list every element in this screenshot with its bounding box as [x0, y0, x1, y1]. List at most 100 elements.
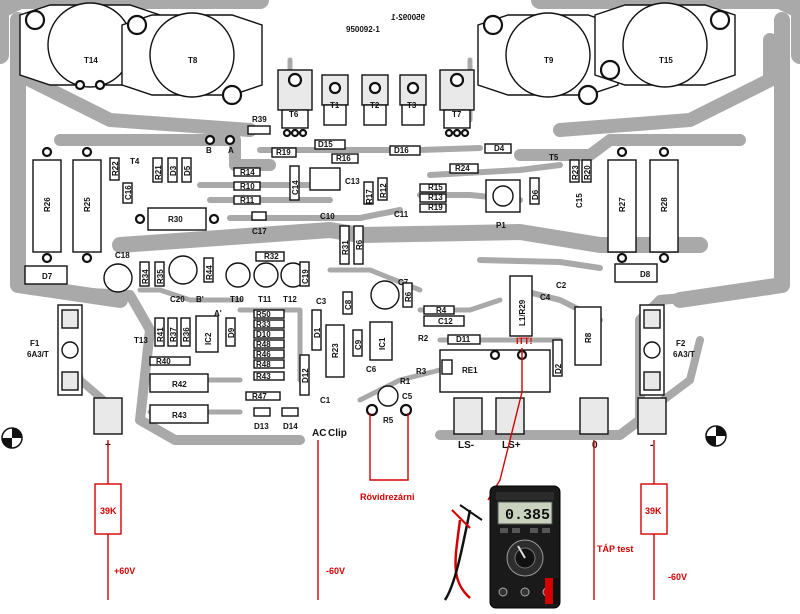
label-tap-test: TÁP test: [597, 544, 633, 554]
label-C10: C10: [320, 212, 335, 221]
label-D3: D5: [183, 165, 192, 176]
label-T1: T1: [330, 101, 340, 110]
multimeter-reading: 0.385: [505, 507, 550, 524]
resistor-R25: R25: [72, 146, 102, 264]
label-T10: T10: [230, 295, 244, 304]
label-C1: C1: [320, 396, 331, 405]
inductor-L1-R29: L1/R29: [509, 275, 533, 337]
label-D16: D16: [394, 146, 409, 155]
resistor-R26: R26: [32, 146, 62, 264]
label-R16: R16: [336, 154, 351, 163]
multimeter: 0.385: [443, 485, 561, 609]
label-R34: R34: [141, 269, 150, 284]
label-R26: R26: [43, 197, 52, 212]
label-T13: T13: [134, 336, 148, 345]
svg-text:F1: F1: [30, 339, 40, 348]
small-components: R39 B A R19 D15 R16 D16 D4 R24 R22 C16 T…: [24, 115, 658, 431]
label-ls-minus: LS-: [458, 440, 474, 451]
label-R3: R1: [400, 377, 411, 386]
label-C20: C20: [170, 295, 185, 304]
label-R39: R39: [252, 115, 267, 124]
label-R40: R40: [156, 357, 171, 366]
label-A: A: [228, 146, 234, 155]
transistor-T9: T9: [477, 12, 619, 106]
label-C12: C12: [438, 317, 453, 326]
label-R30: R30: [168, 215, 183, 224]
big-transistors: T14 T8 T9 T15: [19, 2, 736, 106]
label-R19b: R19: [428, 203, 443, 212]
relay-RE1: RE1: [439, 349, 551, 393]
label-R24: R24: [455, 164, 470, 173]
label-Bprime: B': [196, 295, 204, 304]
label-R23: R23: [571, 165, 580, 180]
label-R50: R50: [256, 310, 271, 319]
label-D13: D13: [254, 422, 269, 431]
svg-text:P1: P1: [496, 221, 506, 230]
label-R38: R47: [252, 392, 267, 401]
label-C17: C17: [252, 227, 267, 236]
label-R8: R8: [584, 332, 593, 343]
label-D4: D4: [494, 144, 505, 153]
label-R28: R28: [660, 197, 669, 212]
label-R4: R2: [418, 334, 429, 343]
label-plus60v: +60V: [114, 566, 135, 576]
svg-text:6A3/T: 6A3/T: [673, 350, 695, 359]
driver-transistors: T6 T7 T1 T2 T3: [277, 69, 475, 138]
label-R44: R44: [205, 265, 214, 280]
label-R9: R4: [436, 306, 447, 315]
label-Clip: Clip: [328, 428, 347, 439]
label-T2: T2: [370, 101, 380, 110]
label-itt: ITT!: [516, 336, 533, 346]
label-R1: R5: [383, 416, 394, 425]
svg-text:IC2: IC2: [204, 332, 213, 345]
label-R42: R42: [172, 380, 187, 389]
label-T4: T4: [130, 157, 140, 166]
label-D7: D7: [42, 272, 53, 281]
label-C8: C8: [344, 299, 353, 310]
ic-IC2: IC2: [195, 315, 219, 353]
label-C15: C15: [575, 193, 584, 208]
label-C9: C9: [354, 339, 363, 350]
label-T12: T12: [283, 295, 297, 304]
label-R25: R25: [83, 197, 92, 212]
transistor-T7: T7: [439, 69, 475, 138]
label-R6: R6: [355, 239, 364, 250]
label-R13: R13: [428, 193, 443, 202]
label-C6: C6: [366, 365, 377, 374]
label-R6b: R6: [404, 291, 413, 302]
label-D12: D12: [301, 368, 310, 383]
label-39k-left: 39K: [100, 506, 117, 516]
label-R19a: R19: [276, 148, 291, 157]
label-R15: R15: [428, 183, 443, 192]
label-R12: R12: [379, 183, 388, 198]
label-R2: R3: [416, 367, 427, 376]
label-T7: T7: [452, 110, 462, 119]
label-T14: T14: [84, 56, 98, 65]
label-R33: R33: [256, 320, 271, 329]
label-R10: R10: [240, 182, 255, 191]
label-T8: T8: [188, 56, 198, 65]
label-minus-terminal: -: [650, 440, 653, 451]
label-D14: D14: [283, 422, 298, 431]
label-D6: D6: [531, 189, 540, 200]
label-minus60v-mid: -60V: [326, 566, 345, 576]
label-R37: R37: [169, 327, 178, 342]
label-C16: C16: [124, 185, 133, 200]
label-R14: R14: [240, 168, 255, 177]
svg-text:IC1: IC1: [378, 337, 387, 350]
label-D9: D9: [227, 327, 236, 338]
label-T9: T9: [544, 56, 554, 65]
label-Aprime: A': [214, 309, 222, 318]
label-C5: C5: [402, 392, 413, 401]
mounting-marks: [1, 425, 727, 449]
label-R35: R35: [156, 269, 165, 284]
svg-text:L1/R29: L1/R29: [518, 299, 527, 326]
transistor-T3: T3: [399, 74, 427, 126]
label-D11: D11: [456, 335, 471, 344]
label-T3: T3: [407, 101, 417, 110]
ic-IC1: IC1: [369, 321, 393, 361]
label-C14: C14: [291, 180, 300, 195]
label-R17: R17: [365, 189, 374, 204]
label-D8: D8: [640, 270, 651, 279]
